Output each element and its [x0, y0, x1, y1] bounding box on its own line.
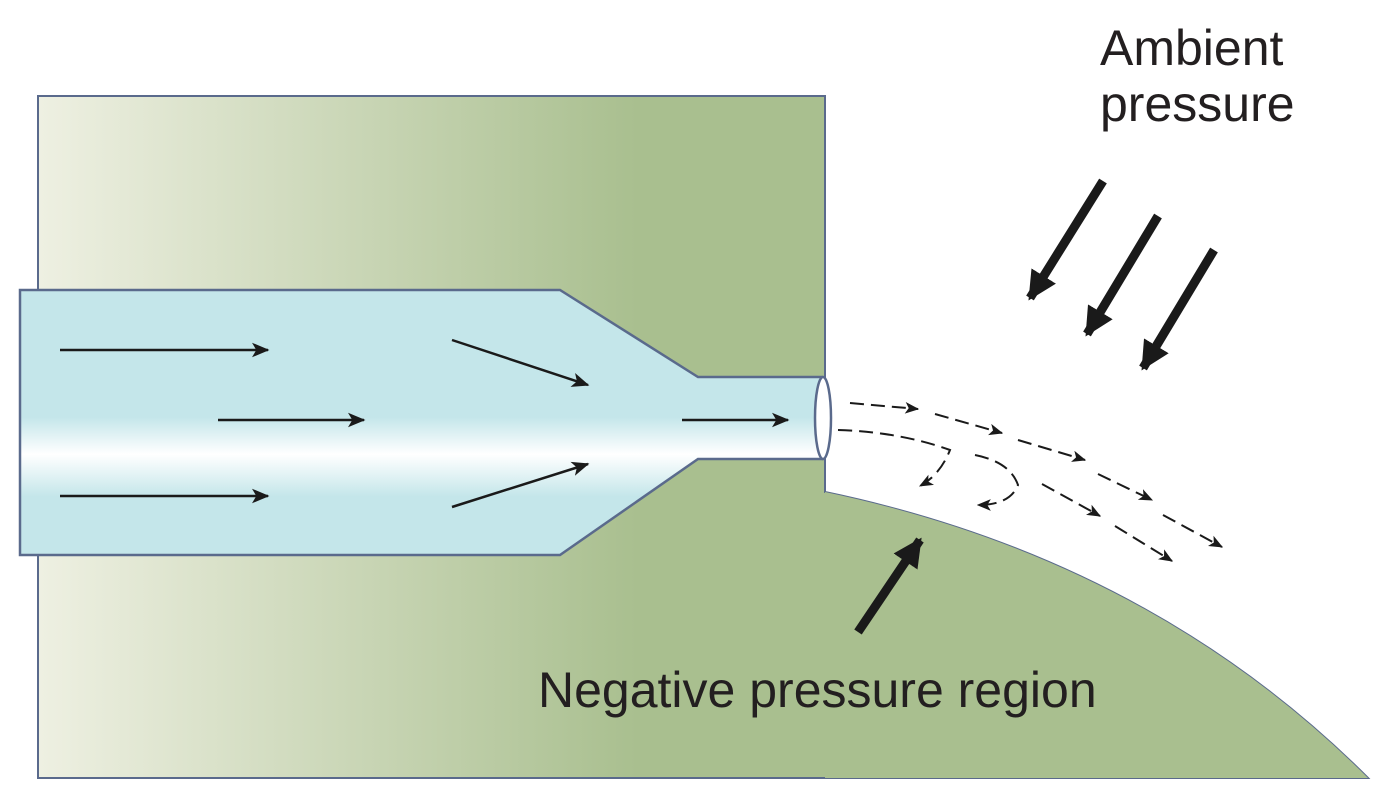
- negative-pressure-label: Negative pressure region: [538, 662, 1097, 718]
- jet-arrow: [1097, 473, 1154, 501]
- ambient-arrow: [1026, 178, 1107, 301]
- jet-arrow: [1017, 439, 1087, 462]
- jet-arrows: [837, 402, 1224, 562]
- jet-arrow: [934, 413, 1004, 436]
- jet-arrow: [1114, 525, 1173, 562]
- flow-arrows: [60, 338, 790, 509]
- nozzle-opening: [813, 375, 833, 461]
- eddy-arrow: [837, 429, 952, 487]
- negative-pressure-arrow: [854, 537, 924, 635]
- jet-arrow: [1041, 483, 1102, 517]
- ambient-label-line2: pressure: [1100, 76, 1295, 132]
- flow-arrow: [451, 461, 590, 509]
- jet-arrow: [1162, 514, 1224, 548]
- ambient-pressure-label: Ambient pressure: [1100, 20, 1295, 132]
- ambient-arrows: [1026, 178, 1218, 371]
- ambient-arrow: [1139, 247, 1218, 371]
- curved-wall: [825, 492, 1368, 778]
- flow-arrow: [451, 338, 590, 387]
- ambient-label-line1: Ambient: [1100, 20, 1284, 76]
- eddy-arrow: [974, 454, 1020, 511]
- jet-arrow: [849, 402, 920, 414]
- ambient-arrow: [1083, 213, 1162, 337]
